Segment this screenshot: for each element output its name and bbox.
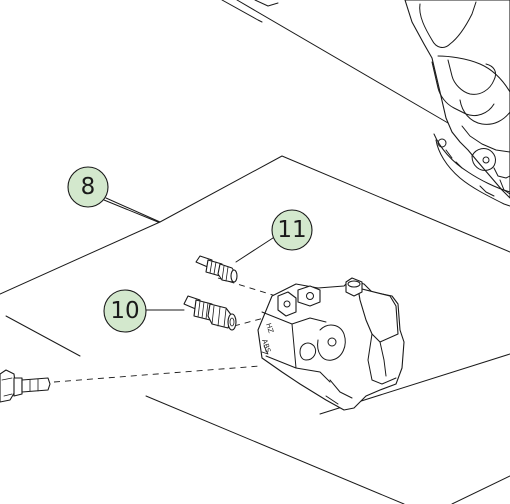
mounting-bolt (0, 369, 51, 403)
callout-label-10: 10 (110, 298, 139, 324)
callout-8: 8 (67, 166, 109, 208)
upper-frame-assembly (221, 0, 510, 207)
callout-leaders (103, 199, 277, 311)
callout-label-11: 11 (277, 217, 306, 243)
reference-plane (0, 155, 510, 504)
callout-11: 11 (271, 209, 313, 251)
callout-10: 10 (103, 289, 147, 333)
svg-text:HZ: HZ (264, 322, 275, 334)
brake-line-fitting-small (195, 255, 238, 283)
assembly-guide-lines (53, 277, 277, 383)
callout-label-8: 8 (81, 174, 96, 200)
abs-modulator-unit: HZ ABS (257, 277, 405, 411)
brake-line-fitting-large (183, 295, 237, 331)
